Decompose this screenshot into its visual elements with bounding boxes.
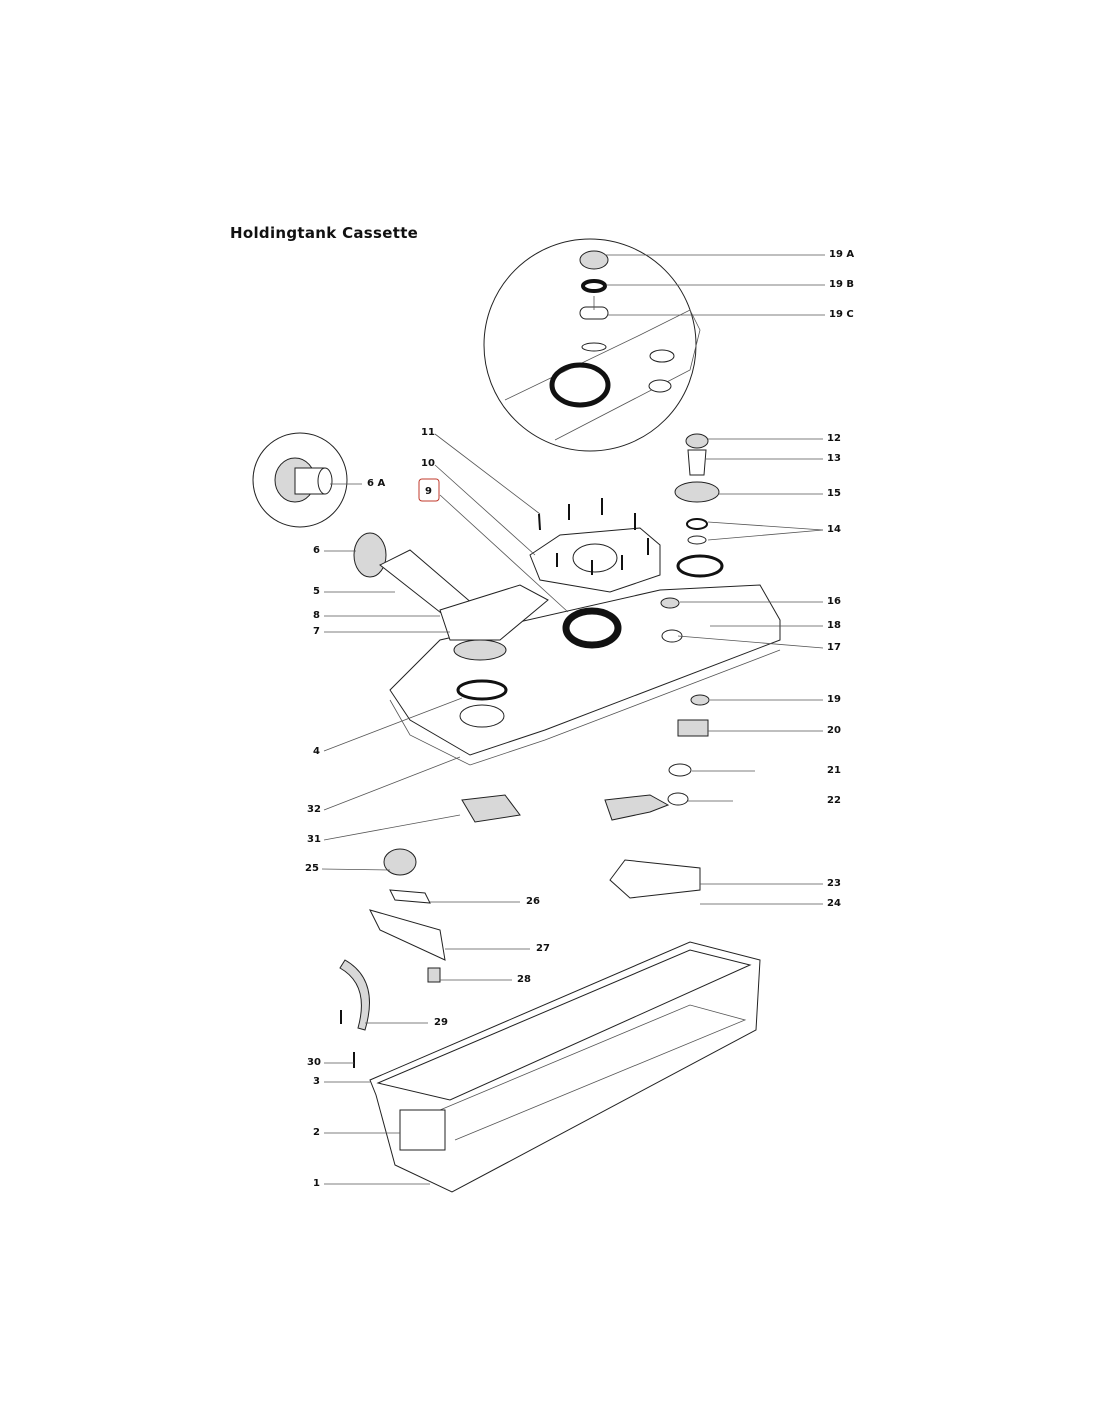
leader-lines [321,254,825,1185]
label-6a: 6 A [367,478,385,489]
label-19a: 19 A [829,249,854,260]
label-25: 25 [305,863,319,874]
label-30: 30 [307,1057,321,1068]
label-19c: 19 C [829,309,854,320]
detail-view-19 [483,238,701,452]
label-32: 32 [307,804,321,815]
label-10: 10 [421,458,435,469]
drain-pipe [353,532,549,661]
label-26: 26 [526,896,540,907]
label-19b: 19 B [829,279,854,290]
tank-body [369,941,761,1193]
label-22: 22 [827,795,841,806]
screws-11 [538,498,649,575]
label-20: 20 [827,725,841,736]
label-31: 31 [307,834,321,845]
label-24: 24 [827,898,841,909]
label-15: 15 [827,488,841,499]
highlight-box-part-9 [418,478,440,502]
label-28: 28 [517,974,531,985]
valve-parts [339,794,521,1068]
label-1: 1 [313,1178,320,1189]
label-18: 18 [827,620,841,631]
label-4: 4 [313,746,320,757]
label-14: 14 [827,524,841,535]
label-11: 11 [421,427,435,438]
label-13: 13 [827,453,841,464]
tank-top [389,527,781,766]
label-16: 16 [827,596,841,607]
label-2: 2 [313,1127,320,1138]
label-8: 8 [313,610,320,621]
label-29: 29 [434,1017,448,1028]
detail-view-6a [252,432,348,528]
label-5: 5 [313,586,320,597]
right-parts [604,433,720,899]
label-3: 3 [313,1076,320,1087]
label-6: 6 [313,545,320,556]
label-12: 12 [827,433,841,444]
label-23: 23 [827,878,841,889]
diagram-title: Holdingtank Cassette [230,224,419,242]
label-7: 7 [313,626,320,637]
label-9: 9 [425,486,432,497]
label-19: 19 [827,694,841,705]
label-21: 21 [827,765,841,776]
label-27: 27 [536,943,550,954]
label-17: 17 [827,642,841,653]
